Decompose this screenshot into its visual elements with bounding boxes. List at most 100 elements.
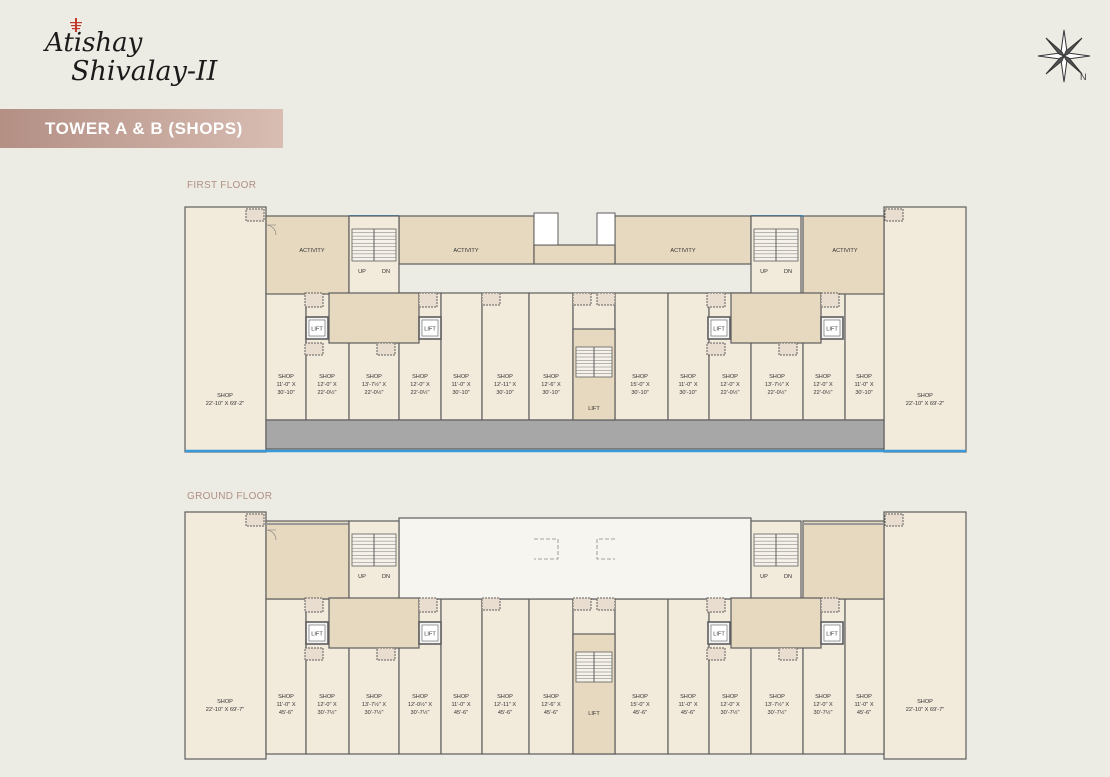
first-shop-dim1-6: 11'-0" X [451, 382, 470, 388]
ground-lift-b-right-label: LIFT [826, 632, 838, 638]
ground-stair-up-right: UP [760, 574, 768, 580]
first-duct-d-right [778, 342, 798, 356]
first-shop-1 [265, 292, 307, 421]
first-shop-name-6: SHOP [453, 374, 469, 380]
first-central-stairs [575, 346, 613, 378]
first-shop-name-12: SHOP [769, 374, 785, 380]
first-shop-dim2-5: 22'-0½" [411, 389, 430, 396]
first-duct-a-right [706, 292, 726, 308]
ground-duct-right [884, 513, 904, 527]
first-shop-dim1-12: 13'-7½" X [765, 381, 789, 388]
ground-shop-name-9: SHOP [632, 694, 648, 700]
ground-shop-14 [844, 598, 885, 755]
first-stairs-right [753, 228, 799, 262]
ground-atrium-void [534, 538, 615, 560]
first-stair-up-right: UP [760, 269, 768, 275]
ground-shop-dim1-9: 15'-0" X [630, 702, 650, 708]
ground-shop-5 [440, 598, 483, 755]
ground-lift-lobby-left [328, 597, 420, 649]
ground-shop-dim2-13: 30'-7½" [814, 709, 833, 716]
ground-central-stairs [575, 651, 613, 683]
first-shop-name-15: SHOP [917, 393, 933, 399]
ground-shop-name-2: SHOP [278, 694, 294, 700]
ground-lift-a-left-label: LIFT [311, 632, 323, 638]
ground-shop-10 [667, 598, 710, 755]
first-door-left [265, 224, 277, 236]
ground-shop-dim2-14: 45'-6" [857, 710, 871, 716]
ground-shop-dim1-15: 22'-10" X 69'-7" [906, 707, 944, 713]
ground-stairs-left [351, 533, 397, 567]
first-lift-b-left-label: LIFT [424, 327, 436, 333]
ground-duct-d-right [778, 647, 798, 661]
first-lift-b-right-car [823, 319, 841, 337]
first-lift-b-left-car [421, 319, 439, 337]
first-shop-dim2-2: 30'-10" [277, 390, 294, 396]
ground-duct-b-left [418, 597, 438, 613]
first-shop-dim2-10: 30'-10" [679, 390, 696, 396]
ground-lift-b-right-car [823, 624, 841, 642]
first-shop-dim1-3: 12'-0" X [317, 382, 337, 388]
ground-duct-central-b [596, 597, 616, 611]
ground-shop-7 [528, 598, 574, 755]
ground-shop-name-3: SHOP [319, 694, 335, 700]
ground-shop-dim1-8: 12'-6" X [541, 702, 561, 708]
ground-duct-b-right [820, 597, 840, 613]
first-shop-name-14: SHOP [856, 374, 872, 380]
first-duct-central-a [572, 292, 592, 306]
first-duct-right [884, 208, 904, 222]
first-shop-dim2-8: 30'-10" [542, 390, 559, 396]
ground-shop-6 [481, 598, 530, 755]
ground-duct-a-left [304, 597, 324, 613]
ground-lift-lobby-right [730, 597, 822, 649]
first-shop-dim2-9: 30'-10" [631, 390, 648, 396]
first-shop-name-2: SHOP [278, 374, 294, 380]
page-title: TOWER A & B (SHOPS) [45, 119, 243, 138]
first-shop-name-5: SHOP [412, 374, 428, 380]
ground-shop-dim1-6: 11'-0" X [451, 702, 470, 708]
ground-duct-d-left [376, 647, 396, 661]
first-activity-2 [398, 215, 535, 265]
first-activity-4 [802, 215, 885, 295]
ground-duct-central-a [572, 597, 592, 611]
ground-shop-dim1-13: 12'-0" X [813, 702, 833, 708]
first-duct-c-right [706, 342, 726, 356]
compass-icon: N [1037, 29, 1091, 83]
first-shop-dim1-5: 12'-0" X [410, 382, 430, 388]
ground-shop-name-11: SHOP [722, 694, 738, 700]
first-activity-label-4: ACTIVITY [832, 248, 857, 254]
compass-north-label: N [1080, 72, 1087, 82]
ground-shop-dim2-3: 30'-7½" [318, 709, 337, 716]
first-shop-14 [844, 292, 885, 421]
ground-shop-name-10: SHOP [680, 694, 696, 700]
ground-shop-dim1-4: 13'-7½" X [362, 701, 386, 708]
ground-shop-dim1-3: 12'-0" X [317, 702, 337, 708]
first-duct-mid-left [481, 292, 501, 306]
first-duct-d-left [376, 342, 396, 356]
first-lift-a-right-label: LIFT [713, 327, 725, 333]
first-corridor [265, 419, 885, 450]
first-lift-a-right-car [710, 319, 728, 337]
ground-shop-dim2-12: 30'-7½" [768, 709, 787, 716]
first-activity-label-3: ACTIVITY [670, 248, 695, 254]
first-shop-name-8: SHOP [543, 374, 559, 380]
ground-shop-name-12: SHOP [769, 694, 785, 700]
first-shop-dim1-7: 12'-11" X [494, 382, 516, 388]
ground-shop-name-1: SHOP [217, 699, 233, 705]
first-lift-a-left-car [308, 319, 326, 337]
first-shop-dim1-11: 12'-0" X [720, 382, 740, 388]
ground-shop-dim2-11: 30'-7½" [721, 709, 740, 716]
first-shop-dim2-12: 22'-0½" [768, 389, 787, 396]
ground-duct-c-right [706, 647, 726, 661]
first-shop-dim2-6: 30'-10" [452, 390, 469, 396]
ground-shop-name-14: SHOP [856, 694, 872, 700]
first-lift-lobby-left [328, 292, 420, 344]
ground-shop-dim2-9: 45'-6" [633, 710, 647, 716]
first-lift-a-left-label: LIFT [311, 327, 323, 333]
first-activity-label-2: ACTIVITY [453, 248, 478, 254]
first-shop-dim2-7: 30'-10" [496, 390, 513, 396]
first-duct-c-left [304, 342, 324, 356]
ground-shop-name-15: SHOP [917, 699, 933, 705]
ground-shop-dim2-7: 45'-6" [498, 710, 512, 716]
first-lift-b-right-label: LIFT [826, 327, 838, 333]
first-shop-dim2-13: 22'-0½" [814, 389, 833, 396]
